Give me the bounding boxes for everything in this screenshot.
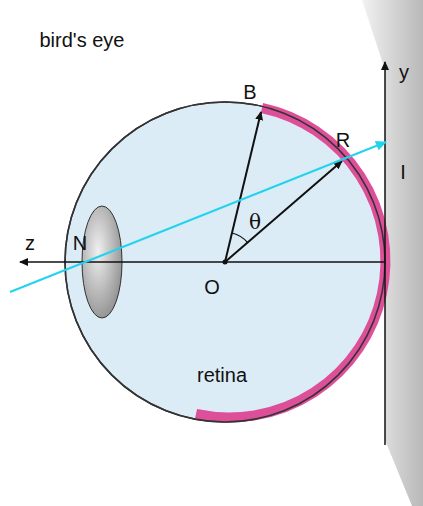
point-label: R bbox=[336, 130, 350, 150]
z-axis bbox=[20, 261, 385, 263]
vector-b bbox=[225, 112, 261, 262]
angle-label: θ bbox=[249, 212, 261, 232]
center-point bbox=[223, 260, 228, 265]
axis-label: z bbox=[25, 233, 35, 253]
point-label: O bbox=[204, 277, 220, 297]
point-label: B bbox=[243, 82, 256, 102]
light-ray bbox=[10, 142, 386, 292]
y-axis bbox=[384, 62, 386, 445]
angle-arc bbox=[232, 233, 248, 243]
title-label: bird's eye bbox=[40, 30, 125, 50]
plane-label: I bbox=[400, 162, 406, 182]
vector-r bbox=[225, 161, 342, 262]
part-label: retina bbox=[197, 365, 247, 385]
point-label: N bbox=[73, 233, 87, 253]
axis-label: y bbox=[399, 62, 409, 82]
